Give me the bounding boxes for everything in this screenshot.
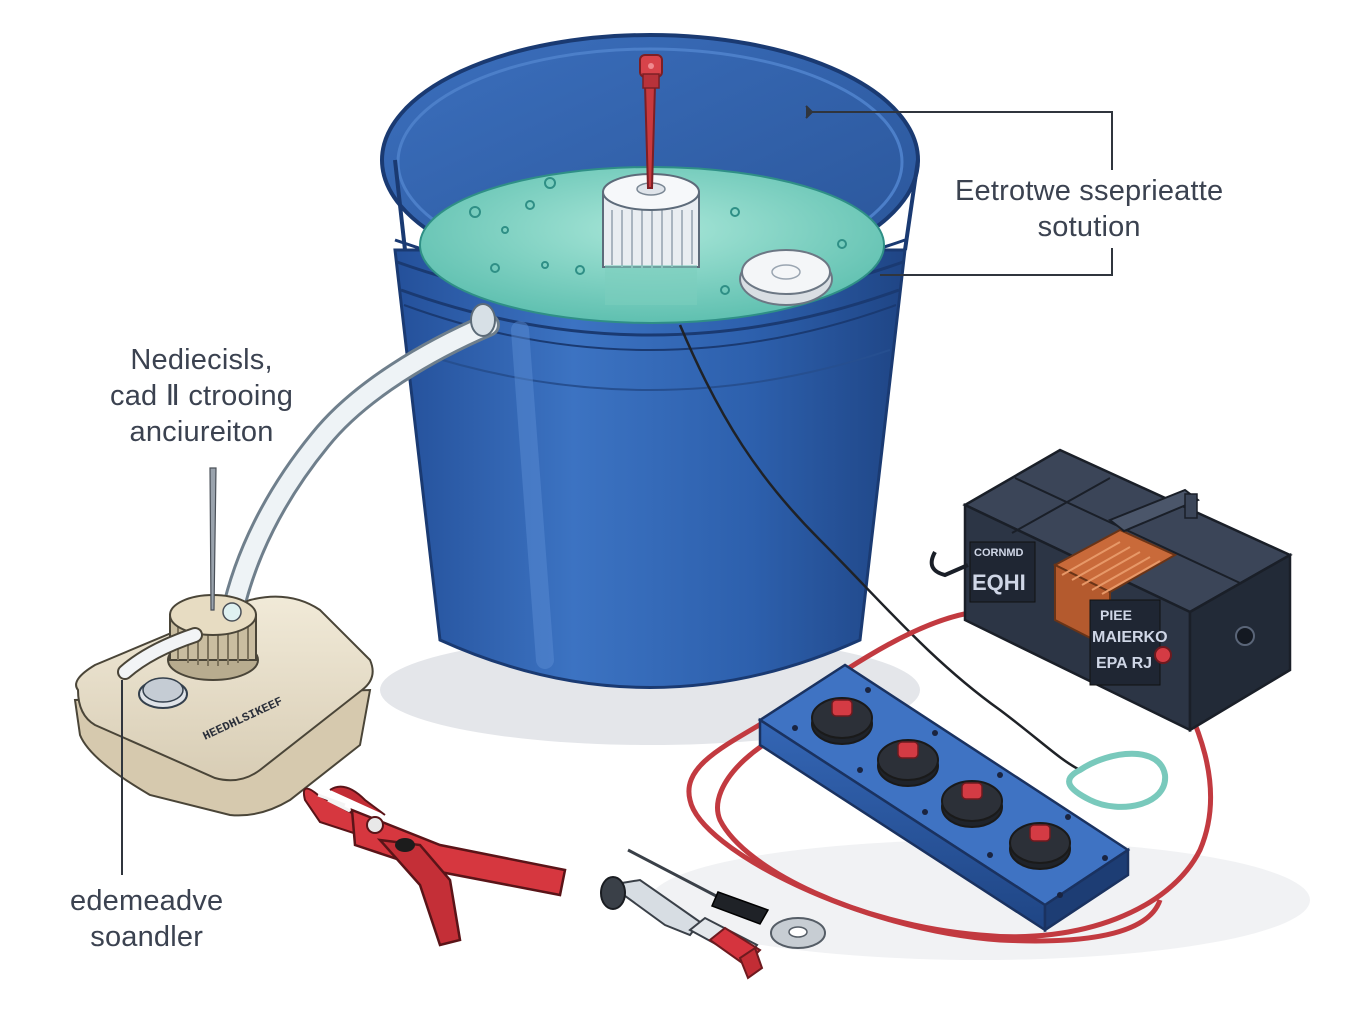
battery-left-label: EQHI [972, 570, 1026, 595]
label-electrolyte-line2: sotution [1037, 211, 1141, 243]
battery-left-top-label: CORNMD [974, 547, 1024, 559]
label-needle-line1: Nediecisls, [130, 344, 273, 376]
label-needle-line3: anciureiton [129, 416, 274, 448]
battery-right-label-1: PIEE [1100, 607, 1132, 623]
battery-right-label-3: EPA RJ [1096, 655, 1152, 672]
battery-right-label-2: MAIERKO [1092, 629, 1168, 646]
screwdriver [627, 848, 770, 925]
pliers [302, 785, 567, 947]
label-soldering: edemeadve soandler [70, 883, 223, 955]
soldering-tool [600, 876, 764, 980]
label-needle-control: Nediecisls, cad Ⅱ ctrooing anciureiton [110, 342, 293, 450]
terminal-strip [757, 663, 1131, 933]
hose [220, 303, 500, 627]
label-electrolyte-solution: Eetrotwe ssepriea​tte sotution [955, 173, 1223, 245]
label-soldier-line2: soandler [90, 921, 204, 953]
label-soldier-line1: edemeadve [70, 885, 224, 917]
red-probe [639, 54, 663, 189]
label-needle-line2: cad Ⅱ ctrooing [110, 380, 294, 412]
washer [770, 917, 826, 949]
needle-control-base: HEEDHLSIKEEF [73, 467, 374, 817]
cylinder-electrode [602, 173, 700, 305]
leader-lines [121, 105, 1113, 875]
sensor-wire [678, 324, 1081, 772]
disc-electrode [739, 249, 833, 306]
label-electrolyte-line1: Eetrotwe ssepriea​tte [955, 175, 1224, 207]
battery: CORNMD EQHI PIEE MAIERKO EPA RJ [929, 448, 1293, 733]
teal-loop [1066, 750, 1169, 810]
